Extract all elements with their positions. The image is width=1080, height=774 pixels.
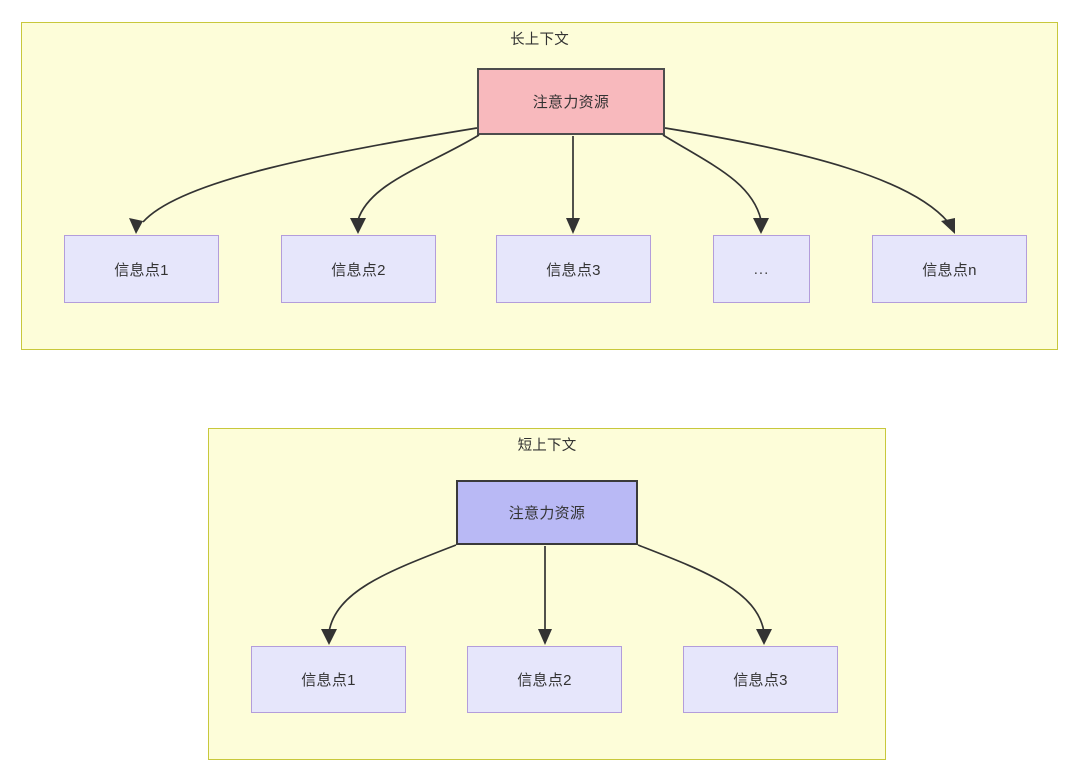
info-node-short-3-label: 信息点3 [733, 672, 788, 689]
info-node-long-2[interactable]: 信息点2 [281, 235, 436, 303]
info-node-long-n[interactable]: 信息点n [872, 235, 1027, 303]
info-node-long-n-label: 信息点n [922, 261, 977, 279]
info-node-short-2[interactable]: 信息点2 [467, 646, 622, 713]
attention-resource-node-short[interactable]: 注意力资源 [456, 480, 638, 545]
info-node-long-1-label: 信息点1 [114, 261, 169, 279]
info-node-long-1[interactable]: 信息点1 [64, 235, 219, 303]
info-node-long-ellipsis[interactable]: ... [713, 235, 810, 303]
attention-resource-label-short: 注意力资源 [508, 505, 586, 522]
info-node-long-ellipsis-label: ... [753, 260, 770, 278]
info-node-long-2-label: 信息点2 [331, 261, 386, 279]
group-long-context-title: 长上下文 [510, 32, 569, 48]
info-node-short-2-label: 信息点2 [517, 672, 572, 689]
attention-resource-label-long: 注意力资源 [532, 94, 610, 111]
info-node-long-3-label: 信息点3 [546, 261, 601, 279]
info-node-short-1-label: 信息点1 [301, 672, 356, 689]
info-node-long-3[interactable]: 信息点3 [496, 235, 651, 303]
group-short-context-title: 短上下文 [517, 438, 577, 454]
attention-resource-node-long[interactable]: 注意力资源 [477, 68, 665, 135]
info-node-short-1[interactable]: 信息点1 [251, 646, 406, 713]
info-node-short-3[interactable]: 信息点3 [683, 646, 838, 713]
